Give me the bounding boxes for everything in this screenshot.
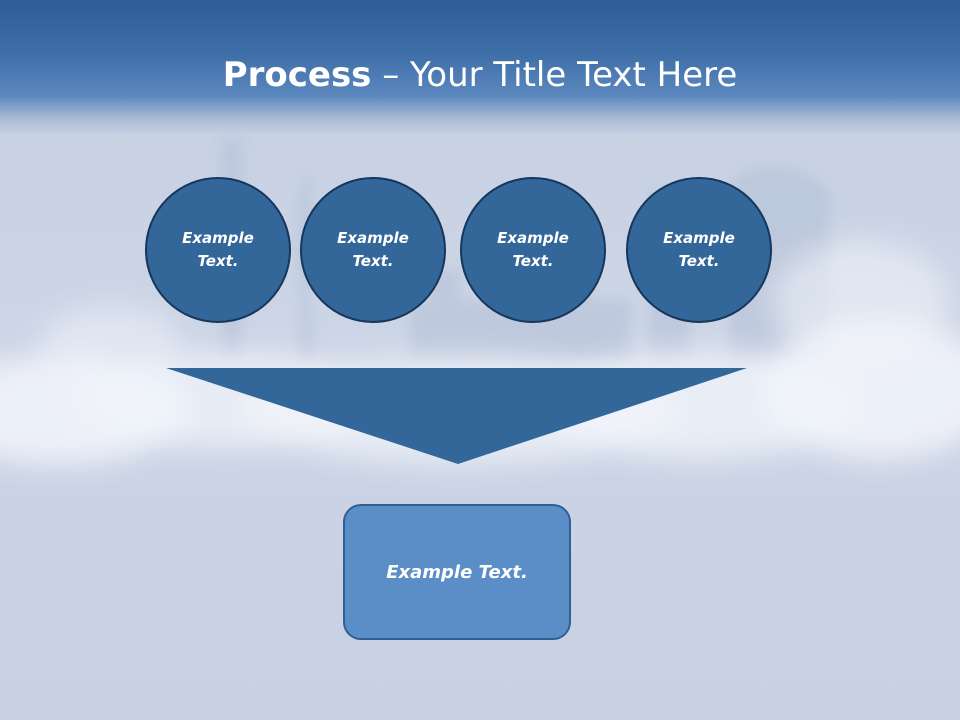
title-bold: Process [222, 55, 372, 95]
result-box: Example Text. [343, 504, 571, 640]
step-circle-1: Example Text. [145, 177, 291, 323]
funnel-arrow [166, 368, 747, 464]
slide-title: Process – Your Title Text Here [0, 52, 960, 98]
title-rest: – Your Title Text Here [371, 55, 738, 95]
step-circle-3: Example Text. [460, 177, 606, 323]
step-circle-2: Example Text. [300, 177, 446, 323]
step-circle-4: Example Text. [626, 177, 772, 323]
header-band [0, 0, 960, 135]
